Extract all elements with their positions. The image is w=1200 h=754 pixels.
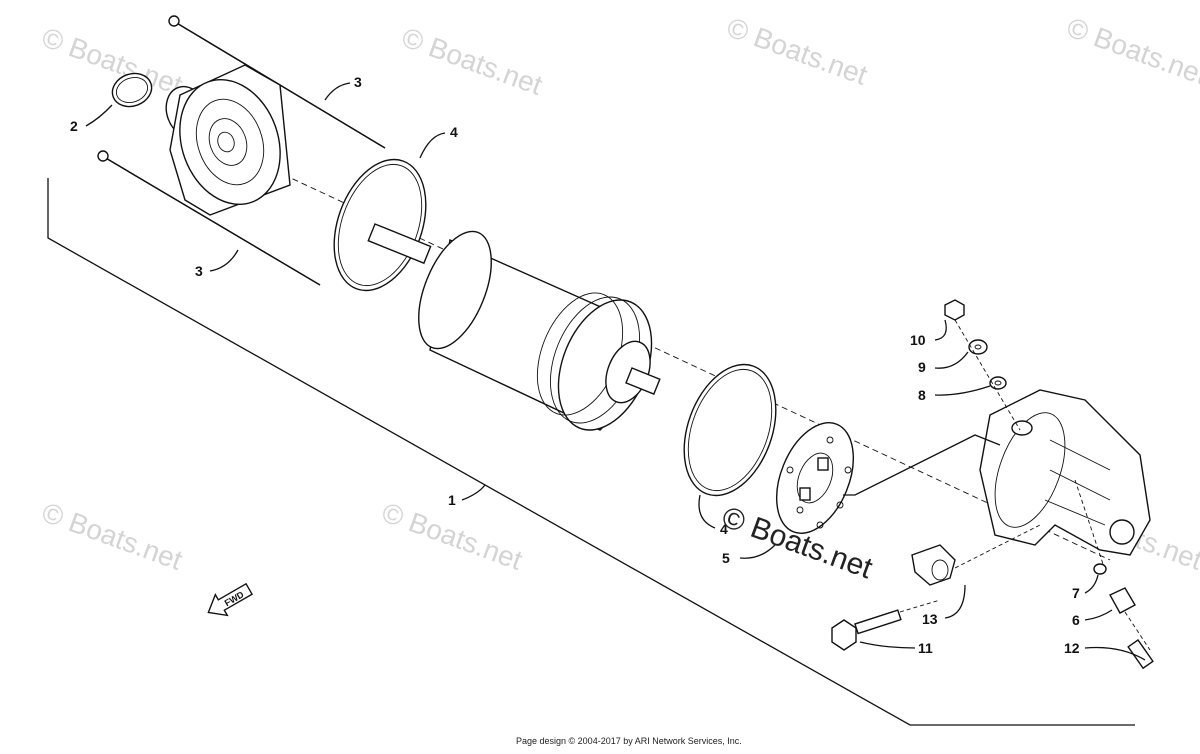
callout-labels: 2 3 4 3 1 4 5 10 9 8 7 6 12 11 13	[70, 74, 1080, 656]
callout-9: 9	[918, 359, 926, 375]
leader-line	[843, 434, 1001, 496]
callout-12: 12	[1064, 640, 1080, 656]
watermark: © Boats.net	[398, 22, 547, 101]
callout-5: 5	[722, 550, 730, 566]
o-ring-large-rear	[683, 363, 777, 497]
callout-11: 11	[918, 640, 933, 656]
callout-1: 1	[448, 492, 456, 508]
watermark: © Boats.net	[38, 497, 187, 576]
assembly-bracket	[47, 178, 1135, 726]
o-ring-large-front	[333, 158, 427, 292]
fwd-arrow: FWD	[207, 582, 254, 617]
brush-plate	[776, 422, 854, 534]
rear-housing	[979, 389, 1151, 556]
callout-7: 7	[1072, 585, 1080, 601]
motor-armature	[367, 223, 661, 431]
callout-8: 8	[918, 387, 926, 403]
clip-and-bolt	[831, 524, 1041, 651]
leader-lines	[85, 82, 1146, 661]
callout-10: 10	[910, 332, 926, 348]
callout-13: 13	[922, 611, 938, 627]
callout-3-bottom: 3	[195, 263, 203, 279]
callout-4-top: 4	[450, 124, 458, 140]
watermark: © Boats.net	[1063, 12, 1200, 91]
callout-4-bottom: 4	[720, 521, 728, 537]
callout-2: 2	[70, 118, 78, 134]
hardware-stack	[944, 299, 1154, 670]
watermark: © Boats.net	[378, 497, 527, 576]
watermark: © Boats.net	[723, 12, 872, 91]
footer-credit: Page design © 2004-2017 by ARI Network S…	[516, 736, 742, 746]
front-end-cap	[165, 64, 291, 216]
callout-6: 6	[1072, 612, 1080, 628]
callout-3-top: 3	[354, 74, 362, 90]
